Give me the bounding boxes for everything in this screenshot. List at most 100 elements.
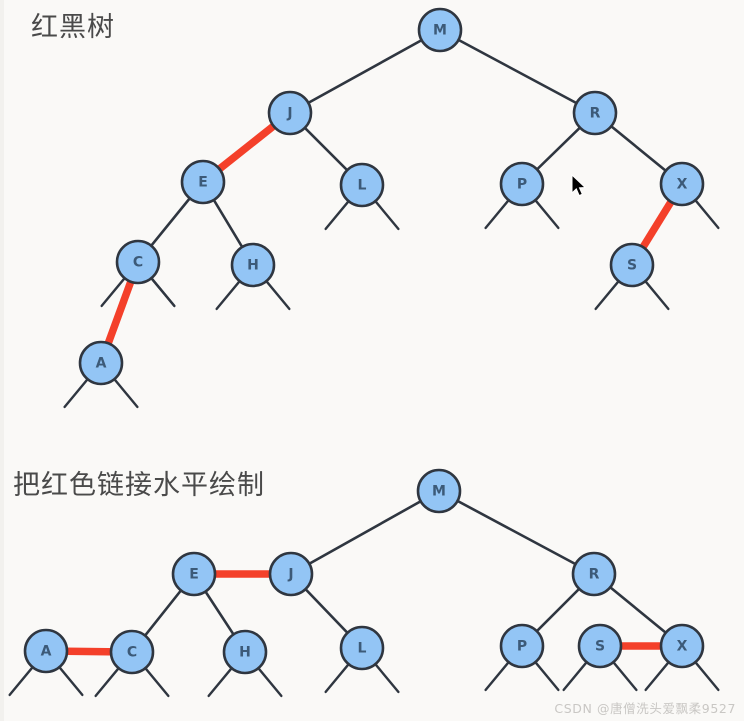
black-link <box>438 28 597 115</box>
tree-node-r: R <box>571 551 617 597</box>
tree-node-j: J <box>268 551 314 597</box>
node-circle <box>339 625 385 671</box>
black-link <box>288 111 364 187</box>
node-label: M <box>433 23 447 39</box>
tree-node-p: P <box>499 161 545 207</box>
leaf-stub <box>265 279 291 311</box>
panel-title-horizontal-red-links: 把红色链接水平绘制 <box>13 470 265 501</box>
red-link <box>628 182 686 267</box>
black-link <box>520 572 596 648</box>
node-label: H <box>247 258 259 274</box>
leaf-stub <box>484 660 510 692</box>
node-circle <box>23 628 69 674</box>
panel-title-red-black-tree: 红黑树 <box>31 12 115 43</box>
node-circle <box>230 242 276 288</box>
node-circle <box>609 242 655 288</box>
tree-node-x: X <box>659 161 705 207</box>
black-link <box>520 111 597 186</box>
leaf-stub <box>612 660 638 692</box>
leaf-stub <box>694 660 720 692</box>
node-label: A <box>96 356 107 372</box>
node-circle <box>417 7 463 53</box>
mouse-pointer-icon <box>571 174 587 197</box>
node-circle <box>222 629 268 675</box>
node-label: R <box>589 567 600 583</box>
leaf-stub <box>484 198 510 230</box>
csdn-watermark: CSDN @唐僧洗头爱飘柔9527 <box>554 701 736 716</box>
leaf-stub <box>58 665 84 697</box>
tree-node-e: E <box>171 551 217 597</box>
node-label: R <box>590 106 601 122</box>
tree-node-s: S <box>609 242 655 288</box>
node-label: H <box>239 645 251 661</box>
node-label: X <box>677 177 688 193</box>
node-label: M <box>432 484 446 500</box>
leaf-stub <box>374 199 400 231</box>
left-edge-strip <box>0 0 4 721</box>
node-circle <box>268 551 314 597</box>
node-circle <box>571 551 617 597</box>
leaf-stub <box>534 660 560 692</box>
tree-node-c: C <box>115 239 161 285</box>
leaf-stubs <box>63 198 720 409</box>
black-link <box>289 572 364 650</box>
node-circle <box>171 551 217 597</box>
black-link <box>288 28 442 115</box>
tree-node-j: J <box>267 90 313 136</box>
tree-node-e: E <box>180 159 226 205</box>
black-link <box>192 572 247 654</box>
leaf-stub <box>374 662 400 694</box>
node-label: S <box>595 639 605 655</box>
leaf-stubs <box>8 660 720 698</box>
tree-node-a: A <box>23 628 69 674</box>
node-circle <box>659 161 705 207</box>
leaf-stub <box>150 276 176 308</box>
node-circle <box>267 90 313 136</box>
tree-node-h: H <box>230 242 276 288</box>
leaf-stub <box>63 377 89 409</box>
tree-node-m: M <box>417 7 463 53</box>
leaf-stub <box>257 666 283 698</box>
node-circle <box>115 239 161 285</box>
node-label: J <box>286 106 292 122</box>
red-link <box>97 260 142 365</box>
node-label: E <box>198 175 208 191</box>
node-circle <box>78 340 124 386</box>
leaf-stub <box>94 666 120 698</box>
tree-node-r: R <box>572 90 618 136</box>
leaf-stub <box>694 198 720 230</box>
leaf-stub <box>324 662 350 694</box>
tree-node-l: L <box>339 625 385 671</box>
leaf-stub <box>113 377 139 409</box>
leaf-stub <box>534 198 560 230</box>
leaf-stub <box>207 666 233 698</box>
leaf-stub <box>644 279 670 311</box>
tree-node-h: H <box>222 629 268 675</box>
node-label: A <box>41 644 52 660</box>
black-link <box>289 489 441 576</box>
tree-node-c: C <box>109 629 155 675</box>
node-circle <box>572 90 618 136</box>
black-link <box>593 111 684 186</box>
node-circle <box>109 629 155 675</box>
node-circle <box>577 623 623 669</box>
black-link <box>130 572 196 654</box>
node-circle <box>499 623 545 669</box>
leaf-stub <box>150 276 176 308</box>
node-circle <box>416 468 462 514</box>
tree-node-s: S <box>577 623 623 669</box>
node-circle <box>339 162 385 208</box>
node-label: C <box>133 255 143 271</box>
leaf-stub <box>562 660 588 692</box>
tree-links <box>45 489 684 656</box>
leaf-stub <box>644 660 670 692</box>
node-label: E <box>189 567 199 583</box>
red-link <box>45 647 133 656</box>
node-label: P <box>517 639 527 655</box>
node-label: J <box>287 567 293 583</box>
